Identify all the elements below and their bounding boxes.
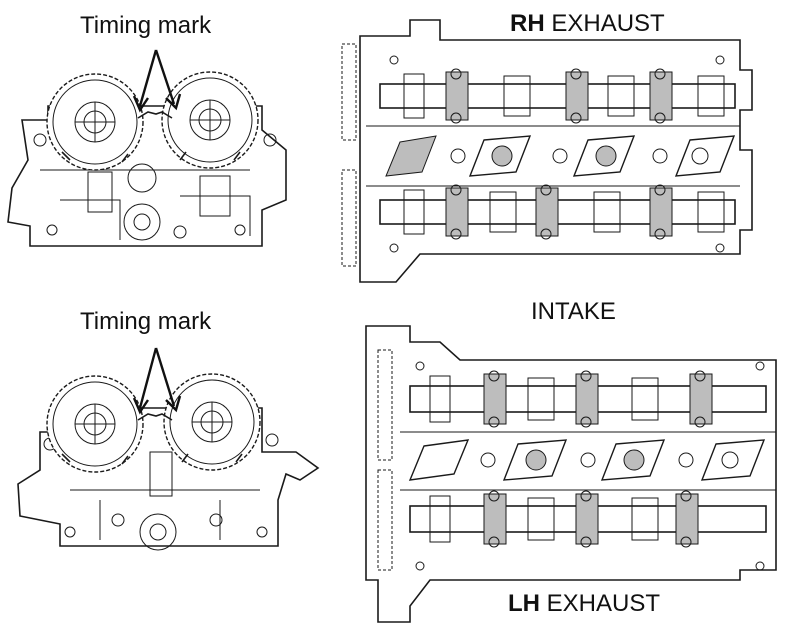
timing-mark-label-bottom: Timing mark (80, 308, 212, 335)
sprocket-right-top (161, 71, 259, 169)
head-outline-lh (365, 325, 777, 623)
sprocket-right-bottom (163, 373, 261, 471)
sprocket-left-top (46, 73, 144, 171)
front-view-top (7, 49, 287, 247)
front-view-bottom (17, 347, 320, 551)
intake-label: INTAKE (531, 298, 616, 325)
rh-prefix: RH (510, 10, 545, 37)
plan-view-rh (341, 19, 753, 283)
timing-arrow-right-bottom (154, 347, 176, 407)
rh-exhaust-label: RH EXHAUST (510, 12, 665, 36)
timing-mark-label-top: Timing mark (80, 12, 212, 39)
timing-arrow-left-bottom (138, 347, 158, 409)
plan-view-lh (365, 325, 777, 623)
timing-arrow-left-top (138, 49, 158, 107)
plug-wells-rh (385, 135, 736, 177)
head-outline-rh (359, 19, 753, 283)
lh-suffix: EXHAUST (540, 590, 661, 617)
rh-suffix: EXHAUST (544, 10, 665, 37)
camshaft-rh-exhaust (379, 83, 736, 109)
plug-wells-lh (408, 439, 766, 481)
timing-arrow-right-top (154, 49, 176, 105)
lh-exhaust-label: LH EXHAUST (508, 592, 660, 616)
sprocket-left-bottom (46, 375, 144, 473)
lh-prefix: LH (508, 590, 540, 617)
